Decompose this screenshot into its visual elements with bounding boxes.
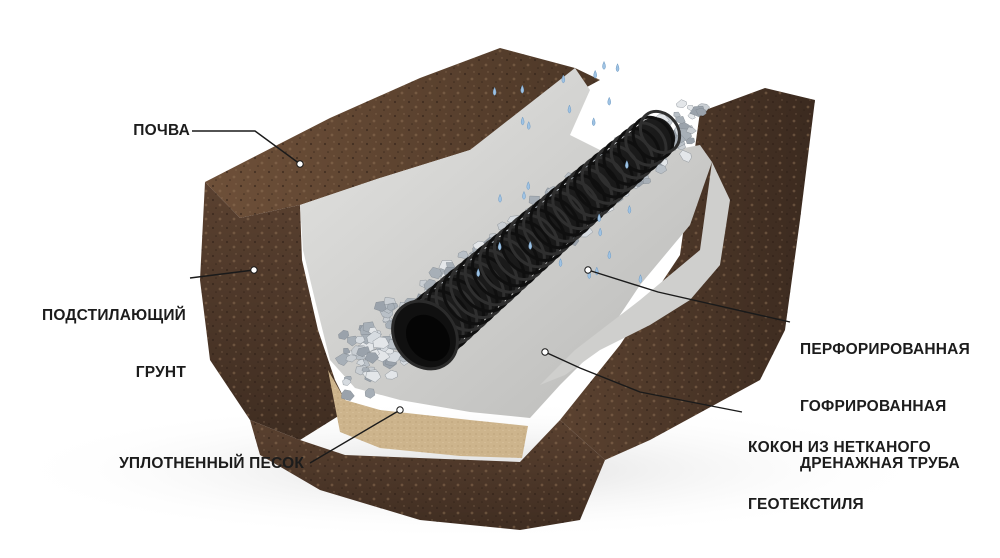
leader-lines [189, 130, 791, 464]
geotextile-flap [540, 162, 730, 385]
water-drop [607, 96, 611, 106]
water-drop [520, 84, 525, 94]
gravel-stone [372, 336, 390, 349]
label-topsoil: ПОЧВА [133, 122, 190, 139]
gravel-stone [335, 353, 351, 366]
gravel-stone [364, 388, 376, 399]
anchor-dots [250, 160, 592, 414]
gravel-stone [384, 370, 398, 380]
water-drop [492, 86, 497, 96]
gravel-stone [356, 346, 371, 358]
pipe-rib [638, 109, 682, 155]
gravel-stone [343, 347, 351, 355]
label-subsoil-line-2: ГРУНТ [135, 364, 186, 381]
pipe-rib [617, 127, 661, 174]
gravel-stone [356, 358, 365, 367]
gravel-stone [385, 347, 394, 355]
label-pipe-line-3: ДРЕНАЖНАЯ ТРУБА [800, 455, 960, 472]
gravel-stone [342, 377, 352, 386]
anchor-subsoil [250, 266, 258, 274]
water-drop [476, 268, 480, 278]
pipe-rib [565, 167, 614, 218]
label-geotextile: КОКОН ИЗ НЕТКАНОГО ГЕОТЕКСТИЛЯ [748, 400, 931, 533]
pipe-rib [507, 213, 560, 269]
pipe-rib [529, 196, 580, 250]
gravel-stone [676, 99, 687, 108]
pipe-rib [500, 219, 553, 275]
anchor-pipe [584, 266, 592, 274]
water-drop [526, 120, 531, 130]
pipe-rib [492, 225, 546, 281]
water-drop [561, 74, 566, 84]
label-compacted-sand: УПЛОТНЕННЫЙ ПЕСОК [119, 455, 304, 472]
pipe-rib [536, 190, 587, 243]
gravel-stone [364, 352, 380, 364]
water-drop [638, 274, 643, 284]
gravel-stone [345, 354, 358, 363]
label-subsoil: ПОДСТИЛАЮЩИЙ ГРУНТ [10, 268, 186, 401]
water-drop [597, 213, 601, 223]
gravel-stone [373, 300, 387, 312]
water-drop [615, 63, 620, 73]
label-pipe-line-1: ПЕРФОРИРОВАННАЯ [800, 341, 970, 358]
gravel-stone [642, 178, 651, 184]
gravel-stone [365, 371, 382, 383]
leader-pipe [587, 269, 791, 323]
water-drop [593, 69, 597, 79]
gravel-stone [341, 389, 355, 401]
gravel-stone [679, 149, 692, 163]
gravel-stone [355, 336, 366, 344]
water-drop [627, 204, 632, 214]
water-drop [497, 241, 502, 251]
water-drop [520, 116, 525, 126]
gravel-stone [675, 116, 686, 124]
pipe-rib [573, 161, 621, 212]
water-drop [522, 190, 526, 200]
pipe-rib [624, 121, 668, 167]
water-drop [558, 258, 563, 267]
water-drops [476, 60, 643, 284]
label-subsoil-line-1: ПОДСТИЛАЮЩИЙ [42, 307, 186, 324]
water-drop [591, 117, 596, 127]
perforated-corrugated-pipe [391, 109, 682, 371]
leader-topsoil [192, 130, 301, 165]
leader-sand [309, 409, 401, 464]
water-drop [567, 104, 572, 114]
pipe-rib [580, 156, 628, 205]
gravel-stone [338, 329, 350, 340]
label-pipe-line-2: ГОФРИРОВАННАЯ [800, 398, 947, 415]
water-drop [625, 160, 629, 169]
anchor-geotextile [541, 348, 549, 356]
pipe-rib [544, 185, 594, 237]
water-drop [528, 240, 532, 250]
leader-geotextile [544, 351, 743, 413]
water-drop [602, 60, 606, 70]
pipe-rib [551, 179, 600, 231]
label-geotextile-line-1: КОКОН ИЗ НЕТКАНОГО [748, 439, 931, 456]
gravel-stone [685, 126, 697, 135]
anchor-sand [396, 406, 404, 414]
gravel-stone [428, 266, 442, 280]
leader-subsoil [189, 269, 255, 279]
water-drop [598, 227, 602, 237]
water-drop [498, 193, 502, 203]
label-geotextile-line-2: ГЕОТЕКСТИЛЯ [748, 496, 864, 513]
pipe-rib [514, 208, 567, 262]
label-pipe: ПЕРФОРИРОВАННАЯ ГОФРИРОВАННАЯ ДРЕНАЖНАЯ … [800, 302, 970, 492]
gravel-stone [386, 303, 395, 312]
anchor-topsoil [296, 160, 304, 168]
gravel-stone [695, 107, 707, 117]
water-drop [526, 181, 531, 191]
pipe-rib [631, 115, 675, 161]
water-drop [607, 250, 612, 260]
